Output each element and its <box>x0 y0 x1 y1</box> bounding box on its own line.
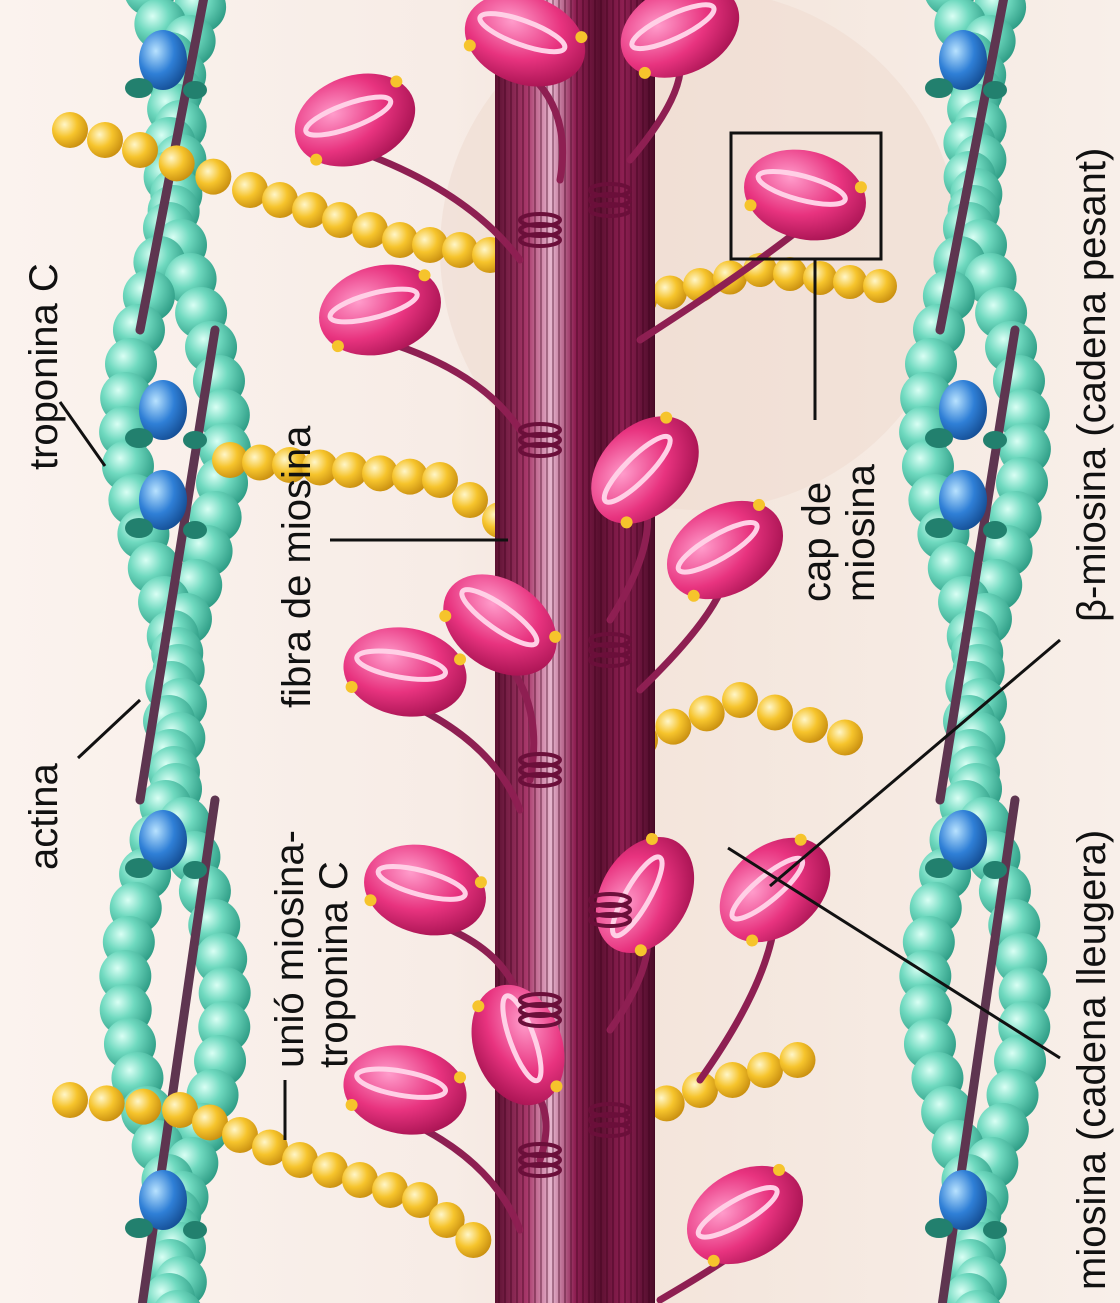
troponin-subunit <box>983 861 1007 879</box>
bead <box>653 276 687 310</box>
troponin-subunit <box>183 1221 207 1239</box>
bead <box>863 269 897 303</box>
label-troponina-c: troponina C <box>22 263 66 470</box>
troponin-subunit <box>925 78 953 98</box>
bead <box>833 265 867 299</box>
troponin-subunit <box>925 428 953 448</box>
troponin-subunit <box>925 518 953 538</box>
bead <box>792 707 828 743</box>
troponin-subunit <box>983 1221 1007 1239</box>
myosin-head <box>309 251 452 368</box>
label-cap-line1: cap de <box>795 464 839 602</box>
leader-line-troponina-c <box>60 402 105 466</box>
myosin-head <box>669 1146 820 1284</box>
myosin-head <box>336 1036 473 1144</box>
bead <box>452 482 488 518</box>
troponin-subunit <box>183 861 207 879</box>
bead <box>780 1042 816 1078</box>
label-cap-line2: miosina <box>839 464 883 602</box>
troponin-subunit <box>125 78 153 98</box>
bead <box>722 682 758 718</box>
troponin-subunit <box>183 431 207 449</box>
label-actina: actina <box>22 763 66 870</box>
label-unio-line1: unió miosina- <box>268 830 312 1068</box>
bead <box>455 1222 491 1258</box>
bead <box>122 132 158 168</box>
myosin-head <box>354 831 497 948</box>
troponin-subunit <box>983 521 1007 539</box>
troponin-subunit <box>983 431 1007 449</box>
label-unio-line2: troponina C <box>312 830 356 1068</box>
label-miosina-cadena-lleugera: miosina (cadena lleugera) <box>1070 830 1114 1290</box>
bead <box>689 695 725 731</box>
troponin-subunit <box>925 1218 953 1238</box>
troponin-subunit <box>183 521 207 539</box>
bead <box>52 112 88 148</box>
myosin-head <box>282 57 429 182</box>
bead <box>757 695 793 731</box>
bead <box>195 159 231 195</box>
myosin-head-body <box>336 1036 473 1144</box>
bead <box>442 232 478 268</box>
bead <box>412 227 448 263</box>
label-beta-miosina: β-miosina (cadena pesant) <box>1070 148 1114 622</box>
bead <box>655 709 691 745</box>
label-fibra-de-miosina: fibra de miosina <box>275 426 319 708</box>
bead <box>52 1082 88 1118</box>
label-unio-miosina-troponina-c: unió miosina- troponina C <box>268 830 356 1068</box>
bead <box>422 462 458 498</box>
bead <box>125 1089 161 1125</box>
bead <box>159 145 195 181</box>
bead <box>827 720 863 756</box>
bead <box>715 1062 751 1098</box>
troponin-subunit <box>125 428 153 448</box>
bead <box>382 222 418 258</box>
bead <box>747 1052 783 1088</box>
bead <box>89 1085 125 1121</box>
label-cap-de-miosina: cap de miosina <box>795 464 883 602</box>
myosin-head-body <box>354 831 497 948</box>
troponin-subunit <box>983 81 1007 99</box>
myosin-head-body <box>309 251 452 368</box>
troponin-subunit <box>125 518 153 538</box>
bead <box>803 261 837 295</box>
troponin-subunit <box>125 1218 153 1238</box>
troponin-subunit <box>183 81 207 99</box>
myosin-head-body <box>669 1146 820 1284</box>
bead <box>87 122 123 158</box>
myosin-head-body <box>282 57 429 182</box>
bead <box>773 257 807 291</box>
leader-line-actina <box>78 700 140 758</box>
troponin-subunit <box>925 858 953 878</box>
troponin-subunit <box>125 858 153 878</box>
